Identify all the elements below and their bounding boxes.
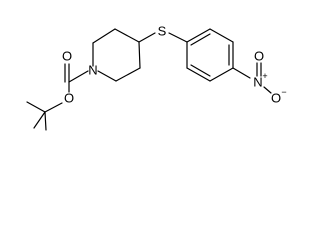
atom-nitro-oxygen-charge: − (281, 87, 286, 97)
bond-tbu-methyl-left (26, 101, 46, 113)
bond-ring-c4-c5 (138, 41, 141, 69)
atom-carbonyl-oxygen: O (62, 49, 72, 64)
atom-sulfur: S (158, 24, 167, 39)
bond-ar-5-6 (186, 67, 211, 82)
structure-diagram: S N O O N + O O − (26, 24, 287, 131)
bond-ring-c6-n (97, 70, 117, 82)
bond-aryl-nitro (232, 67, 251, 79)
bond-tbu-methyl-down (44, 111, 47, 131)
atom-nitro-oxygen-double: O (254, 49, 264, 64)
bond-ar-4-5 (209, 67, 234, 82)
bond-tbu-methyl-right (33, 111, 46, 129)
bond-n-carbonyl-c (68, 70, 89, 83)
bond-ar-2-3 (209, 28, 234, 43)
atom-piperidine-nitrogen: N (88, 63, 97, 78)
benzene-ring (186, 28, 234, 82)
atom-nitro-oxygen-single: O (271, 91, 281, 106)
bond-ester-o-tbu (44, 102, 63, 113)
atom-nitro-nitrogen-charge: + (262, 71, 267, 81)
bond-ar-inner-3 (190, 64, 211, 77)
bond-ar-inner-1 (190, 33, 211, 46)
bond-nitro-n-o-single (263, 86, 272, 94)
bond-ring-c5-c6 (115, 67, 141, 82)
bond-s-aryl (168, 32, 188, 43)
bond-ring-c3-c4 (114, 28, 140, 43)
bond-ring-c2-c3 (92, 28, 116, 44)
bond-ar-1-2 (186, 28, 211, 43)
piperidine-ring (92, 28, 141, 82)
atom-nitro-nitrogen: N (253, 75, 262, 90)
bond-c4-s (138, 32, 156, 43)
atom-ester-oxygen: O (64, 91, 74, 106)
